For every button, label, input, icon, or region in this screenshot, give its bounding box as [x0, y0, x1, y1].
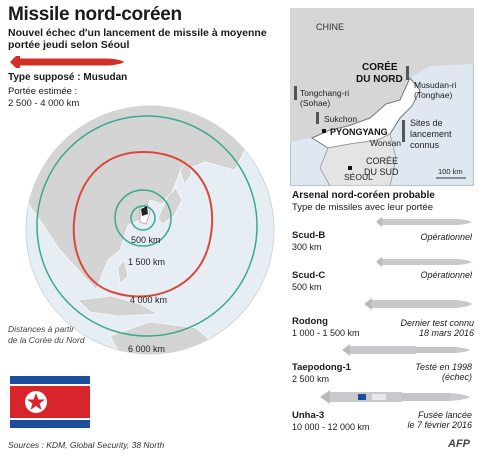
missile-range-unha-3: 10 000 - 12 000 km	[292, 422, 370, 432]
page-subtitle: Nouvel échec d'un lancement de missile à…	[8, 27, 267, 51]
label-seoul: SÉOUL	[344, 172, 373, 182]
north-korea-marker	[141, 206, 148, 216]
estimated-range: Portée estimée : 2 500 - 4 000 km	[8, 86, 79, 110]
arsenal-subtitle: Type de missiles avec leur portée	[292, 202, 433, 213]
label-nk-1: CORÉE	[362, 60, 398, 73]
legend-line1: Sites de	[410, 118, 443, 128]
musudan-missile-icon	[10, 56, 124, 68]
label-sk-1: CORÉE	[366, 156, 398, 166]
missile-icon-unha-3	[320, 390, 470, 404]
label-sukchon: Sukchon	[324, 114, 357, 124]
missile-note-taepodong-line2: (échec)	[441, 372, 472, 382]
inset-south-korea-land	[319, 133, 397, 186]
missile-note-taepodong-line1: Testé en 1998	[415, 362, 472, 372]
ring-1500km	[114, 189, 172, 247]
missile-note-rodong: Dernier test connu 18 mars 2016	[362, 318, 474, 338]
pyongyang-marker	[322, 129, 326, 133]
inset-map: CHINE CORÉE DU NORD CORÉE DU SUD Musudan…	[290, 8, 474, 186]
globe-caption-line1: Distances à partir	[8, 324, 75, 334]
inset-china-land	[290, 8, 474, 142]
label-tongchang-2: (Sohae)	[300, 98, 330, 108]
missile-range-scud-b: 300 km	[292, 242, 322, 252]
missile-icon-scud-c	[376, 257, 472, 267]
launch-site-musudan-icon	[406, 66, 409, 80]
missile-note-scud-b: Opérationnel	[420, 232, 472, 242]
legend-line2: lancement	[410, 129, 452, 139]
missile-icon-scud-b	[376, 217, 472, 227]
ring-label-6000: 6 000 km	[128, 344, 165, 354]
legend-line3: connus	[410, 140, 440, 150]
missile-note-unha-line2: le 7 février 2016	[407, 420, 472, 430]
missile-note-rodong-line2: 18 mars 2016	[418, 328, 474, 338]
label-musudan-1: Musudan-ri	[414, 80, 457, 90]
scale-label: 100 km	[438, 167, 463, 176]
legend-launch-site-icon	[402, 120, 405, 142]
arsenal-title: Arsenal nord-coréen probable	[292, 190, 435, 201]
sources-credit: Sources : KDM, Global Security, 38 North	[8, 440, 165, 450]
estimated-range-label: Portée estimée :	[8, 86, 78, 97]
ring-label-1500: 1 500 km	[128, 257, 165, 267]
estimated-range-value: 2 500 - 4 000 km	[8, 98, 80, 109]
label-china: CHINE	[316, 22, 344, 32]
missile-name-unha-3: Unha-3	[292, 410, 325, 421]
label-nk-2: DU NORD	[356, 74, 403, 85]
missile-type-label: Type supposé : Musudan	[8, 72, 128, 83]
ring-6000km	[36, 115, 258, 337]
missile-name-taepodong-1: Taepodong-1	[292, 362, 351, 373]
label-wonsan: Wonsan	[370, 138, 401, 148]
ring-label-4000: 4 000 km	[130, 295, 167, 305]
label-sk-2: DU SUD	[364, 167, 399, 177]
missile-name-rodong: Rodong	[292, 316, 328, 327]
globe-caption-line2: de la Corée du Nord	[8, 335, 85, 345]
ring-4000km	[72, 150, 214, 298]
missile-range-rodong: 1 000 - 1 500 km	[292, 328, 360, 338]
launch-site-tongchang-icon	[294, 86, 297, 100]
afp-logo: AFP	[448, 438, 470, 450]
missile-note-rodong-line1: Dernier test connu	[400, 318, 474, 328]
seoul-marker	[348, 166, 352, 170]
label-tongchang-1: Tongchang-ri	[300, 88, 349, 98]
missile-name-scud-c: Scud-C	[292, 270, 326, 281]
missile-range-scud-c: 500 km	[292, 282, 322, 292]
page-title: Missile nord-coréen	[8, 4, 182, 25]
missile-icon-taepodong-1	[342, 344, 470, 356]
label-pyongyang: PYONGYANG	[330, 127, 388, 137]
missile-note-taepodong-1: Testé en 1998 (échec)	[360, 362, 472, 382]
missile-range-taepodong-1: 2 500 km	[292, 374, 330, 384]
missile-icon-rodong	[364, 298, 472, 310]
launch-site-sukchon-icon	[316, 112, 319, 124]
ring-label-500: 500 km	[131, 235, 161, 245]
missile-note-scud-c: Opérationnel	[420, 270, 472, 280]
missile-note-unha-3: Fusée lancée le 7 février 2016	[360, 410, 472, 430]
globe-range-map: 500 km 1 500 km 4 000 km 6 000 km Distan…	[8, 105, 275, 355]
missile-note-unha-line1: Fusée lancée	[417, 410, 472, 420]
missile-name-scud-b: Scud-B	[292, 230, 326, 241]
north-korea-flag	[10, 376, 90, 428]
ring-500km	[130, 205, 156, 231]
label-musudan-2: (Tonghae)	[414, 90, 452, 100]
